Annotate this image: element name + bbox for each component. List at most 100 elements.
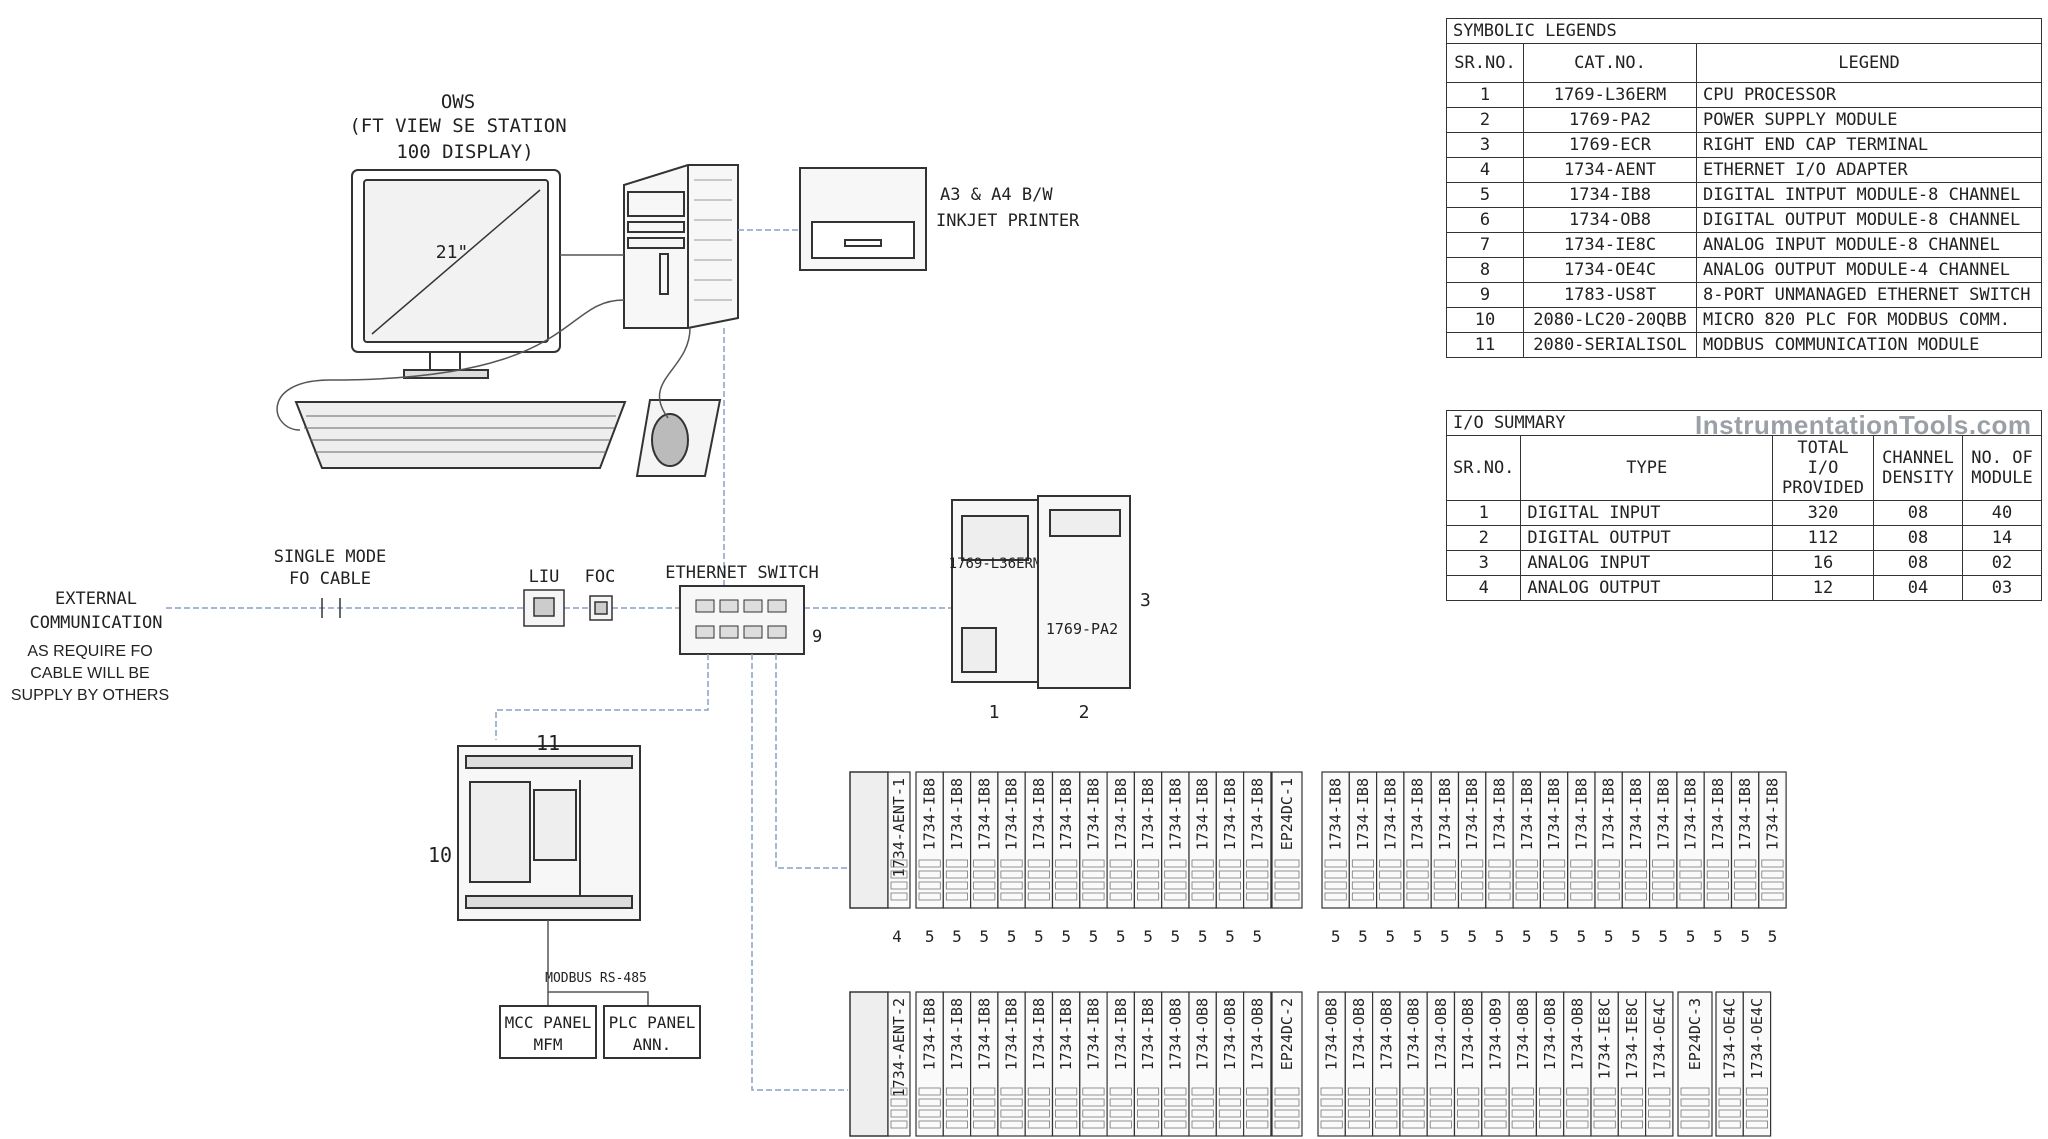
legend-cell-legend: 8-PORT UNMANAGED ETHERNET SWITCH	[1696, 282, 2042, 308]
terminal-block	[1761, 859, 1784, 868]
module-tag: 5	[1577, 927, 1587, 946]
terminal-block	[1461, 859, 1484, 868]
terminal-block	[1274, 1098, 1300, 1107]
terminal-block	[1351, 881, 1375, 890]
terminal-block	[1648, 1109, 1671, 1118]
module-tag: 5	[925, 927, 935, 946]
io-module-label-slot	[915, 991, 944, 1137]
terminal-block	[1320, 1087, 1343, 1096]
legend-cell-catno: 1769-ECR	[1523, 132, 1697, 158]
terminal-block	[1484, 1120, 1507, 1129]
terminal-block	[1620, 1109, 1644, 1118]
terminal-block	[1274, 870, 1300, 879]
terminal-block	[1164, 1087, 1187, 1096]
terminal-block	[1457, 1087, 1480, 1096]
terminal-block	[1457, 1098, 1480, 1107]
terminal-block	[1761, 881, 1784, 890]
terminal-block	[1347, 1098, 1371, 1107]
terminal-block	[1680, 1087, 1710, 1096]
terminal-block	[1570, 859, 1593, 868]
terminal-block	[1164, 1098, 1187, 1107]
io-module-label: 1734-IB8	[975, 778, 993, 850]
terminal-block	[945, 859, 968, 868]
watermark: InstrumentationTools.com	[1695, 410, 2032, 440]
external-note-3: SUPPLY BY OTHERS	[11, 687, 169, 704]
external-label-1: EXTERNAL	[55, 589, 137, 609]
terminal-block	[1461, 881, 1484, 890]
terminal-block	[1402, 1120, 1425, 1129]
io-cell-type: DIGITAL INPUT	[1520, 500, 1773, 526]
io-module-label-slot	[1371, 991, 1401, 1137]
io-module-label: 1734-IB8	[1545, 778, 1563, 850]
terminal-block	[1274, 1109, 1300, 1118]
mcc-panel-label-2: MFM	[534, 1035, 563, 1054]
terminal-block	[1191, 1098, 1214, 1107]
terminal-block	[1488, 870, 1511, 879]
terminal-block	[1137, 859, 1160, 868]
terminal-block	[1137, 1098, 1160, 1107]
terminal-block	[1000, 1087, 1023, 1096]
legend-cell-srno: 7	[1446, 232, 1524, 258]
terminal-block	[1218, 1120, 1242, 1129]
terminal-block	[1718, 1087, 1741, 1096]
terminal-block	[1191, 892, 1214, 901]
io-module-label-slot	[1481, 991, 1510, 1137]
power-module-label-slot	[1271, 771, 1303, 909]
io-module-label-slot	[1426, 991, 1456, 1137]
io-module-label-slot	[997, 991, 1026, 1137]
legend-cell-srno: 6	[1446, 207, 1524, 233]
io-module-label-slot	[1594, 771, 1623, 909]
io-module-label-slot	[1317, 991, 1346, 1137]
terminal-block	[1566, 1098, 1589, 1107]
foc-icon	[589, 595, 613, 621]
foc-label: FOC	[585, 567, 616, 587]
legend-cell-srno: 5	[1446, 182, 1524, 208]
terminal-block	[1570, 870, 1593, 879]
power-module-label: EP24DC-1	[1278, 778, 1296, 850]
terminal-block	[1218, 1109, 1242, 1118]
terminal-block	[1429, 1109, 1452, 1118]
module-tag: 5	[1768, 927, 1778, 946]
terminal-block	[1347, 1120, 1371, 1129]
cpu-label: 1769-L36ERM	[949, 556, 1042, 572]
terminal-block	[1218, 859, 1242, 868]
terminal-block	[1027, 881, 1050, 890]
mcc-panel-box	[499, 1005, 597, 1059]
terminal-block	[1164, 1109, 1187, 1118]
terminal-block	[1484, 1098, 1507, 1107]
terminal-block	[1680, 1109, 1710, 1118]
module-tag: 5	[1631, 927, 1641, 946]
io-header-modules: NO. OF MODULE	[1962, 435, 2042, 501]
io-module-label-slot	[942, 991, 972, 1137]
io-cell-modules: 40	[1962, 500, 2042, 526]
terminal-block	[1624, 892, 1648, 901]
terminal-block	[1055, 870, 1078, 879]
printer-label-1: A3 & A4 B/W	[940, 185, 1053, 205]
terminal-block	[1597, 881, 1620, 890]
modbus-label: MODBUS RS-485	[545, 971, 647, 986]
io-module-label: 1734-IB8	[1084, 998, 1102, 1070]
terminal-block	[1543, 870, 1566, 879]
module-tag: 4	[892, 927, 902, 946]
terminal-block	[1593, 1087, 1616, 1096]
external-note-2: CABLE WILL BE	[30, 665, 149, 682]
terminal-block	[1027, 892, 1050, 901]
terminal-block	[1246, 892, 1269, 901]
terminal-block	[1191, 1109, 1214, 1118]
io-module-label: 1734-IB8	[1381, 778, 1399, 850]
legend-cell-catno: 1734-IB8	[1523, 182, 1697, 208]
terminal-block	[1511, 1098, 1534, 1107]
module-tag: 5	[1467, 927, 1477, 946]
module-tag: 5	[1440, 927, 1450, 946]
io-module-label-slot	[1079, 771, 1108, 909]
io-cell-srno: 4	[1445, 575, 1522, 601]
legend-cell-srno: 3	[1446, 132, 1524, 158]
terminal-block	[945, 1098, 968, 1107]
module-tag: 5	[1225, 927, 1235, 946]
io-header-srno: SR.NO.	[1445, 435, 1522, 501]
io-module-label: 1734-OB8	[1194, 998, 1212, 1070]
module-tag: 5	[1089, 927, 1099, 946]
terminal-block	[1620, 1098, 1644, 1107]
